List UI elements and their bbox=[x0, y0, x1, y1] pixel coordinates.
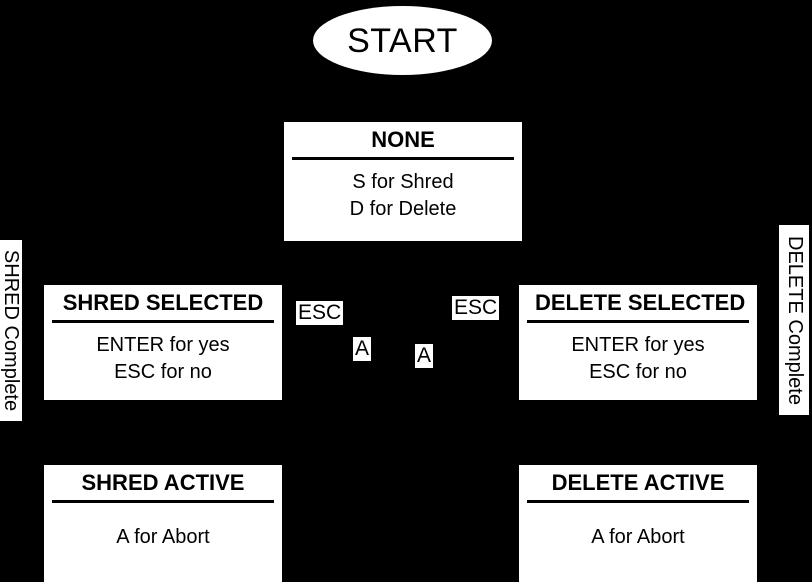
edge-label-esc-shred: ESC bbox=[296, 301, 344, 326]
state-delete-selected-body-line-2: ESC for no bbox=[589, 361, 687, 383]
edge-none-to-shred-selected bbox=[162, 241, 164, 285]
state-none[interactable]: NONE S for Shred D for Delete bbox=[284, 122, 522, 241]
edge-label-abort-delete: A bbox=[415, 344, 434, 369]
state-shred-active-body-line-1: A for Abort bbox=[116, 526, 210, 548]
edge-start-to-none bbox=[401, 74, 403, 122]
state-shred-active-body: A for Abort bbox=[44, 503, 282, 559]
state-delete-active-body: A for Abort bbox=[519, 503, 757, 559]
side-label-delete-complete-text: DELETE Complete bbox=[783, 235, 806, 405]
edge-none-to-delete-selected bbox=[637, 241, 639, 285]
state-none-body: S for Shred D for Delete bbox=[284, 160, 522, 231]
side-label-shred-complete: SHRED Complete bbox=[0, 240, 23, 421]
state-none-title: NONE bbox=[292, 122, 514, 160]
edge-delete-selected-to-active bbox=[637, 400, 639, 465]
state-none-body-line-1: S for Shred bbox=[352, 171, 454, 193]
state-shred-selected-body: ENTER for yes ESC for no bbox=[44, 323, 282, 394]
state-delete-selected[interactable]: DELETE SELECTED ENTER for yes ESC for no bbox=[519, 285, 757, 400]
start-node[interactable]: START bbox=[313, 6, 492, 75]
state-delete-selected-body-line-1: ENTER for yes bbox=[571, 334, 705, 356]
state-shred-selected[interactable]: SHRED SELECTED ENTER for yes ESC for no bbox=[44, 285, 282, 400]
state-shred-selected-body-line-1: ENTER for yes bbox=[96, 334, 230, 356]
side-label-shred-complete-text: SHRED Complete bbox=[0, 249, 23, 412]
state-shred-selected-body-line-2: ESC for no bbox=[114, 361, 212, 383]
start-node-label: START bbox=[347, 21, 458, 60]
state-shred-active-title: SHRED ACTIVE bbox=[52, 465, 274, 503]
state-delete-active-title: DELETE ACTIVE bbox=[527, 465, 749, 503]
state-delete-selected-body: ENTER for yes ESC for no bbox=[519, 323, 757, 394]
state-delete-active-body-line-1: A for Abort bbox=[591, 526, 685, 548]
edge-shred-selected-to-active bbox=[162, 400, 164, 465]
edge-label-esc-delete: ESC bbox=[452, 296, 500, 321]
side-label-delete-complete: DELETE Complete bbox=[779, 225, 809, 415]
state-delete-selected-title: DELETE SELECTED bbox=[527, 285, 749, 323]
state-shred-active[interactable]: SHRED ACTIVE A for Abort bbox=[44, 465, 282, 582]
state-delete-active[interactable]: DELETE ACTIVE A for Abort bbox=[519, 465, 757, 582]
state-shred-selected-title: SHRED SELECTED bbox=[52, 285, 274, 323]
edge-label-abort-shred: A bbox=[353, 337, 372, 362]
state-none-body-line-2: D for Delete bbox=[349, 198, 457, 220]
